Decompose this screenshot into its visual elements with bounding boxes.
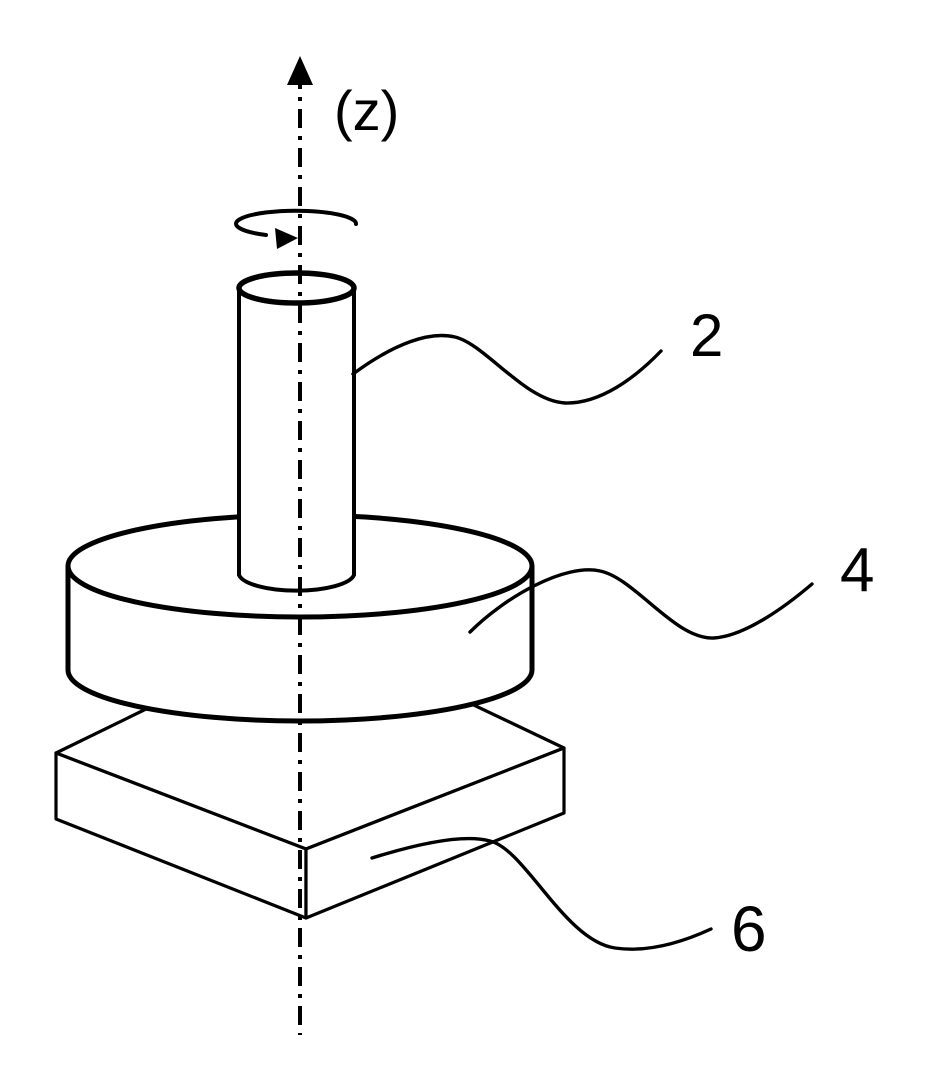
ref-numeral-plate: 6	[731, 893, 767, 965]
rotation-arrowhead-icon	[275, 228, 298, 249]
ref-numeral-disc: 4	[840, 536, 875, 605]
plate	[54, 626, 566, 920]
rotation-arrow-arc	[234, 208, 358, 237]
leader-lines	[351, 333, 814, 951]
axis-label: (z)	[334, 79, 400, 142]
shaft-sides	[237, 286, 356, 593]
leader-line-shaft	[351, 333, 663, 405]
rotation-arrow	[234, 208, 358, 249]
ref-numeral-shaft: 2	[690, 302, 724, 369]
leader-line-disc	[468, 568, 814, 640]
shaft	[236, 270, 357, 593]
shaft-top-ellipse	[236, 270, 357, 306]
shaft-body	[239, 288, 354, 591]
leader-line-plate	[370, 836, 713, 951]
plate-right-face	[304, 746, 566, 920]
rotation-axis	[287, 56, 313, 1035]
axis-up-arrow-icon	[287, 56, 313, 85]
